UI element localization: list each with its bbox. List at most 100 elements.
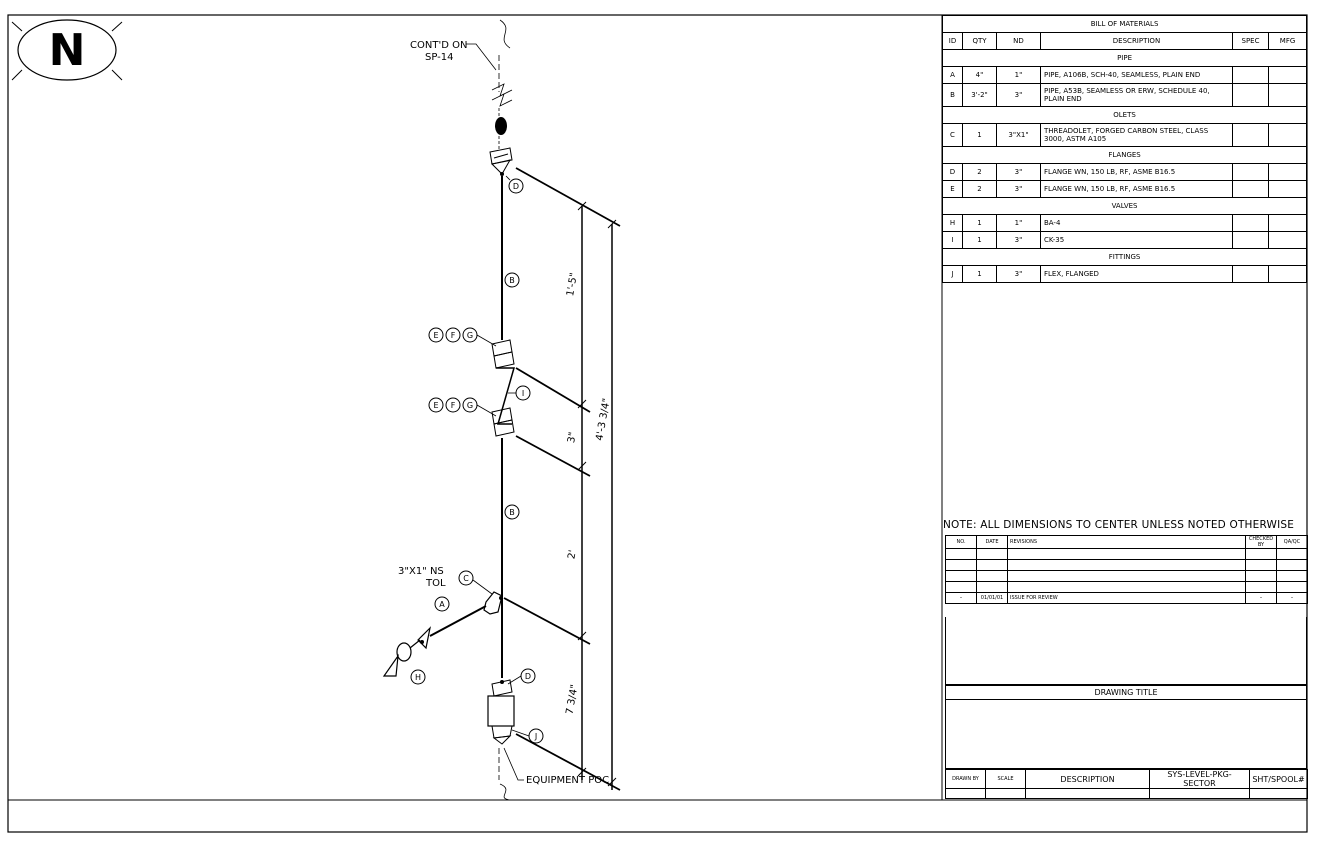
bom-description: THREADOLET, FORGED CARBON STEEL, CLASS 3… bbox=[1040, 123, 1233, 147]
drawing-title-area bbox=[945, 700, 1307, 769]
bom-id: A bbox=[942, 66, 963, 84]
revision-cell-rev bbox=[1007, 548, 1246, 560]
bom-header: ND bbox=[996, 32, 1041, 50]
revision-cell-no bbox=[945, 559, 977, 571]
revision-cell-rev: ISSUE FOR REVIEW bbox=[1007, 592, 1246, 604]
bom-mfg bbox=[1267, 180, 1308, 198]
bom-id: C bbox=[942, 123, 963, 147]
sector-label: SYS-LEVEL-PKG-SECTOR bbox=[1149, 769, 1250, 789]
bom-mfg bbox=[1267, 123, 1308, 147]
bom-nd: 3"X1" bbox=[996, 123, 1041, 147]
bom-nd: 1" bbox=[996, 214, 1041, 232]
bom-nd: 3" bbox=[996, 83, 1041, 107]
revision-cell-qa bbox=[1276, 559, 1308, 571]
bom-spec bbox=[1232, 265, 1269, 283]
bom-header: DESCRIPTION bbox=[1040, 32, 1233, 50]
callout-c: C bbox=[463, 574, 469, 583]
bom-section-header: FLANGES bbox=[941, 146, 1308, 164]
drawn-by-label: DRAWN BY bbox=[945, 769, 986, 789]
bom-mfg bbox=[1267, 265, 1308, 283]
dim-7-3-4in: 7 3/4" bbox=[564, 684, 580, 716]
bom-header: QTY bbox=[962, 32, 997, 50]
bom-title: BILL OF MATERIALS bbox=[941, 15, 1308, 33]
drawing-title-label: DRAWING TITLE bbox=[945, 685, 1307, 700]
revision-cell-chk bbox=[1245, 581, 1277, 593]
bom-id: J bbox=[942, 265, 963, 283]
callout-d-top: D bbox=[513, 182, 519, 191]
bom-description: FLEX, FLANGED bbox=[1040, 265, 1233, 283]
callout-i: I bbox=[522, 389, 524, 398]
revision-cell-no bbox=[945, 570, 977, 582]
bom-id: D bbox=[942, 163, 963, 181]
revision-cell-date bbox=[976, 581, 1008, 593]
revision-cell-chk bbox=[1245, 559, 1277, 571]
revision-row bbox=[945, 570, 1308, 582]
tol-label: 3"X1" NS bbox=[398, 566, 444, 577]
north-arrow-label: N bbox=[49, 25, 86, 76]
bom-description: PIPE, A53B, SEAMLESS OR ERW, SCHEDULE 40… bbox=[1040, 83, 1233, 107]
bom-section-header: FITTINGS bbox=[941, 248, 1308, 266]
revision-header: DATE bbox=[976, 535, 1008, 549]
bom-qty: 2 bbox=[962, 163, 997, 181]
scale-label: SCALE bbox=[985, 769, 1026, 789]
callout-e1: E bbox=[433, 331, 438, 340]
bom-description: FLANGE WN, 150 LB, RF, ASME B16.5 bbox=[1040, 163, 1233, 181]
bom-id: E bbox=[942, 180, 963, 198]
bom-nd: 1" bbox=[996, 66, 1041, 84]
bom-spec bbox=[1232, 180, 1269, 198]
dim-overall: 4'-3 3/4" bbox=[594, 397, 612, 441]
revision-cell-no: – bbox=[945, 592, 977, 604]
bom-qty: 1 bbox=[962, 265, 997, 283]
bom-qty: 1 bbox=[962, 123, 997, 147]
revision-cell-date bbox=[976, 548, 1008, 560]
revision-header: NO. bbox=[945, 535, 977, 549]
bom-nd: 3" bbox=[996, 180, 1041, 198]
revision-cell-qa: – bbox=[1276, 592, 1308, 604]
revision-cell-date bbox=[976, 559, 1008, 571]
revision-cell-qa bbox=[1276, 570, 1308, 582]
revision-blank-area bbox=[945, 617, 1307, 685]
bom-spec bbox=[1232, 66, 1269, 84]
bom-spec bbox=[1232, 123, 1269, 147]
dim-2ft: 2' bbox=[566, 549, 578, 560]
bom-id: H bbox=[942, 214, 963, 232]
bom-description: FLANGE WN, 150 LB, RF, ASME B16.5 bbox=[1040, 180, 1233, 198]
spool-value bbox=[1249, 788, 1308, 799]
callout-f1: F bbox=[451, 331, 456, 340]
bom-id: B bbox=[942, 83, 963, 107]
contd-label: CONT'D ON bbox=[410, 40, 467, 51]
dim-1ft5: 1'-5" bbox=[565, 272, 580, 297]
revision-cell-date bbox=[976, 570, 1008, 582]
bom-mfg bbox=[1267, 66, 1308, 84]
bom-description: BA-4 bbox=[1040, 214, 1233, 232]
revision-cell-rev bbox=[1007, 559, 1246, 571]
scale-value bbox=[985, 788, 1026, 799]
north-arrow-icon: N bbox=[11, 19, 123, 81]
revision-row bbox=[945, 548, 1308, 560]
callout-g2: G bbox=[467, 401, 473, 410]
bom-spec bbox=[1232, 214, 1269, 232]
bom-header: SPEC bbox=[1232, 32, 1269, 50]
bom-mfg bbox=[1267, 214, 1308, 232]
bom-section-header: OLETS bbox=[941, 106, 1308, 124]
dim-3in: 3" bbox=[566, 431, 579, 444]
bom-mfg bbox=[1267, 83, 1308, 107]
bom-mfg bbox=[1267, 163, 1308, 181]
bom-qty: 1 bbox=[962, 231, 997, 249]
description-label: DESCRIPTION bbox=[1025, 769, 1150, 789]
bom-qty: 4" bbox=[962, 66, 997, 84]
bom-qty: 3'-2" bbox=[962, 83, 997, 107]
callout-j: J bbox=[534, 732, 537, 741]
revision-row bbox=[945, 581, 1308, 593]
callout-b-upper: B bbox=[509, 276, 515, 285]
